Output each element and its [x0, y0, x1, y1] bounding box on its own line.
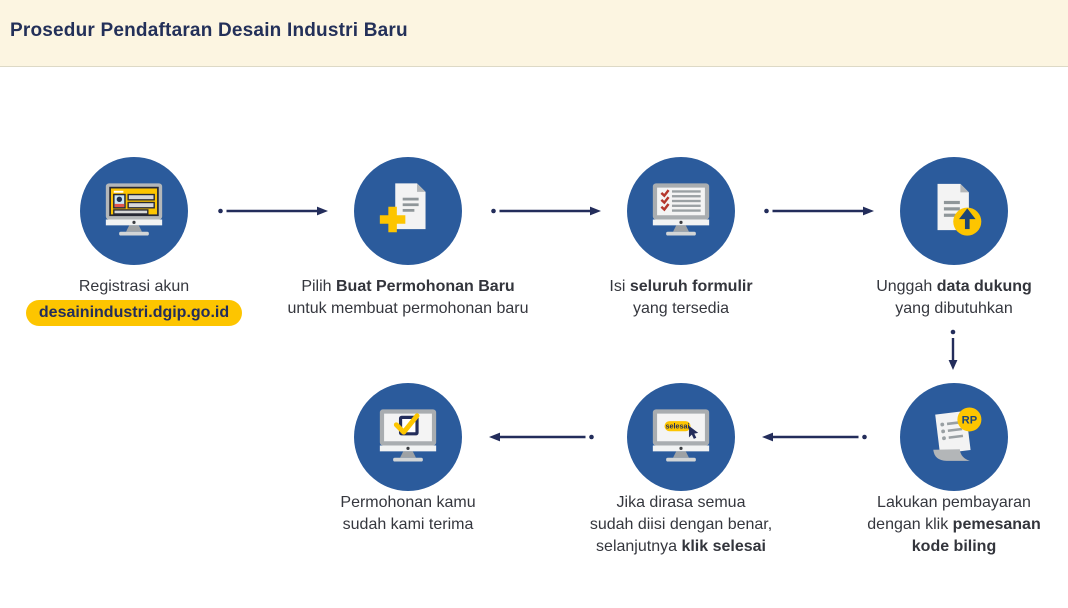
arrow-down-step4-step5 [948, 329, 958, 370]
document-plus-icon [379, 183, 426, 233]
step6-circle: selesai [627, 383, 735, 491]
arrow-left-step5-step6 [762, 432, 867, 442]
page-title: Prosedur Pendaftaran Desain Industri Bar… [10, 20, 408, 41]
header-bar: Prosedur Pendaftaran Desain Industri Bar… [0, 0, 1068, 67]
step2-circle [354, 157, 462, 265]
monitor-registration-form-icon [105, 183, 163, 236]
rp-badge [957, 407, 982, 432]
monitor-finish-button-icon: selesai [652, 409, 710, 462]
document-upload-icon [937, 183, 982, 236]
finish-button [664, 421, 691, 432]
step7-circle [354, 383, 462, 491]
step1-circle [80, 157, 188, 265]
arrow-left-step6-step7 [489, 432, 594, 442]
finish-button-label: selesai [665, 422, 689, 431]
step4-circle [900, 157, 1008, 265]
arrow-right-step3-step4 [764, 206, 874, 216]
step5-circle: RP [900, 383, 1008, 491]
monitor-received-check-icon [379, 409, 437, 462]
receipt-billing-code-icon: RP [933, 407, 982, 461]
rp-badge-label: RP [962, 415, 978, 427]
monitor-checklist-icon [652, 183, 710, 236]
arrow-right-step1-step2 [218, 206, 328, 216]
arrow-right-step2-step3 [491, 206, 601, 216]
step3-circle [627, 157, 735, 265]
cursor-icon [688, 425, 699, 439]
